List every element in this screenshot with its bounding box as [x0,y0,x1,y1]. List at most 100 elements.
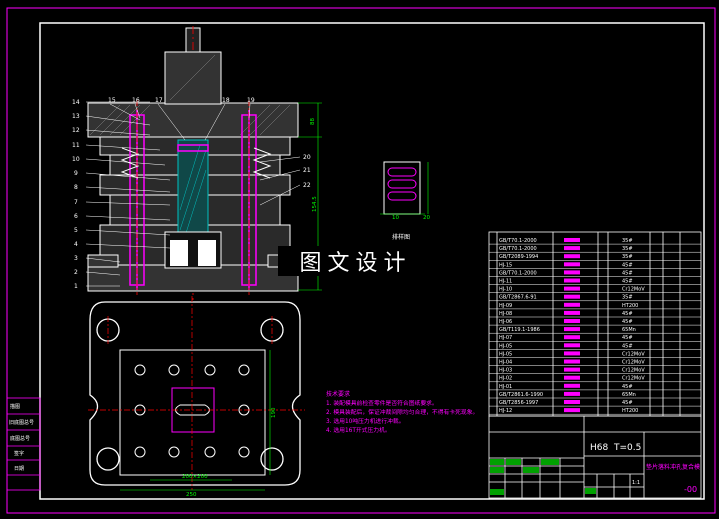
bom-material: Cr12MoV [622,351,645,357]
bom-part-name-mark [564,246,580,251]
tech-note-3: 3. 选用10吨压力机进行冲裁。 [326,417,405,425]
bom-part-code: GB/T2867.6-91 [499,295,537,301]
part-name-label: 垫片落料冲孔复合模 [646,463,700,471]
bom-part-code: HJ-10 [499,287,512,293]
bom-part-code: HJ-07 [499,335,512,341]
bom-part-code: HJ-05 [499,343,512,349]
bom-material: 45# [622,400,633,406]
watermark-overlay: 图文设计 [278,246,433,276]
dim-small-left: 10 [392,215,399,221]
drawing-number: -00 [684,485,697,494]
stamp-label-1: 描图 [10,403,20,410]
tech-note-1: 1. 装配模具前检查零件是否符合图纸要求。 [326,399,438,407]
bom-part-name-mark [564,278,580,283]
right-part-callouts [259,156,301,206]
bom-part-name-mark [564,270,580,275]
bom-material: Cr12MoV [622,368,645,374]
bom-part-code: GB/T70.1-2000 [499,238,537,244]
bom-rows: GB/T70.1-2000 35# GB/T70.1-2000 35# GB/T2089… [499,238,645,414]
bom-part-code: HJ-01 [499,384,512,390]
bom-part-code: HJ-11 [499,279,512,285]
stamp-label-3: 底图总号 [10,435,30,442]
callout-20: 20 [303,154,311,161]
callout-12: 12 [72,127,80,134]
callout-3: 3 [74,255,78,262]
bom-material: 45# [622,311,633,317]
tech-note-4: 4. 选用16T开式压力机。 [326,426,391,434]
tech-title: 技术要求 [326,390,350,398]
bom-material: HT200 [622,303,638,309]
bom-part-code: HJ-05 [499,351,512,357]
left-stamp-table [6,397,41,491]
outer-frame [6,7,716,514]
bom-material: 45# [622,262,633,268]
bom-part-code: GB/T70.1-2000 [499,246,537,252]
bom-material: 45# [622,384,633,390]
bom-part-name-mark [564,335,580,340]
bom-material: 65Mn [622,392,636,398]
dim-small-right: 20 [423,215,430,221]
dim-top-right: 88 [310,118,316,125]
bom-material: 35# [622,295,633,301]
bom-material: 45# [622,270,633,276]
title-block [488,415,702,499]
callout-2: 2 [74,269,78,276]
bom-part-code: HJ-15 [499,262,512,268]
bom-material: 35# [622,254,633,260]
bom-part-code: HJ-08 [499,311,512,317]
bom-part-name-mark [564,327,580,332]
tech-note-2: 2. 模具装配后，保证冲裁间隙均匀合理，不得有卡死现象。 [326,408,478,416]
strip-layout-detail [380,161,429,215]
bom-part-code: GB/T119.1-1986 [499,327,540,333]
bom-material: 35# [622,246,633,252]
bom-part-name-mark [564,367,580,372]
plan-view [88,296,305,491]
top-part-callouts [109,103,251,141]
bom-material: HT200 [622,408,638,414]
stamp-label-4: 签字 [14,450,24,457]
bom-part-name-mark [564,310,580,315]
callout-14: 14 [72,99,80,106]
thickness-label: T=0.5 [613,443,641,453]
bom-material: 45# [622,279,633,285]
callout-18: 18 [222,97,230,104]
callout-10: 10 [72,156,80,163]
bom-part-name-mark [564,262,580,267]
bom-row-lines [489,243,701,415]
bom-part-code: HJ-03 [499,368,512,374]
bom-part-name-mark [564,383,580,388]
bom-part-name-mark [564,408,580,413]
drawing-border [39,22,705,500]
bom-part-name-mark [564,375,580,380]
bom-part-name-mark [564,302,580,307]
dim-plan-height: 190 [271,407,277,418]
bom-part-code: HJ-09 [499,303,512,309]
callout-1: 1 [74,283,78,290]
bom-material: 45# [622,319,633,325]
dim-plan-inner: 200×200 [182,474,208,480]
callout-15: 15 [108,97,116,104]
callout-6: 6 [74,213,78,220]
bom-part-name-mark [564,391,580,396]
stamp-label-5: 日期 [14,466,24,472]
bom-material: Cr12MoV [622,376,645,382]
bom-part-name-mark [564,294,580,299]
strip-layout-label: 排样图 [392,233,410,241]
bom-part-code: GB/T2861.6-1990 [499,392,543,398]
bom-part-name-mark [564,238,580,242]
bom-part-code: GB/T70.1-2000 [499,270,537,276]
stamp-label-2: 旧底图总号 [9,419,34,426]
bom-part-code: GB/T2089-1994 [499,254,538,260]
material-label: H68 [590,443,608,453]
callout-4: 4 [74,241,78,248]
callout-22: 22 [303,182,311,189]
title-block-green-cells [490,459,596,495]
callout-9: 9 [74,170,78,177]
bom-part-code: HJ-02 [499,376,512,382]
callout-8: 8 [74,184,78,191]
callout-17: 17 [155,97,163,104]
dim-right-vertical: 154.5 [312,196,318,212]
bom-part-code: HJ-04 [499,360,512,366]
bom-part-name-mark [564,254,580,259]
